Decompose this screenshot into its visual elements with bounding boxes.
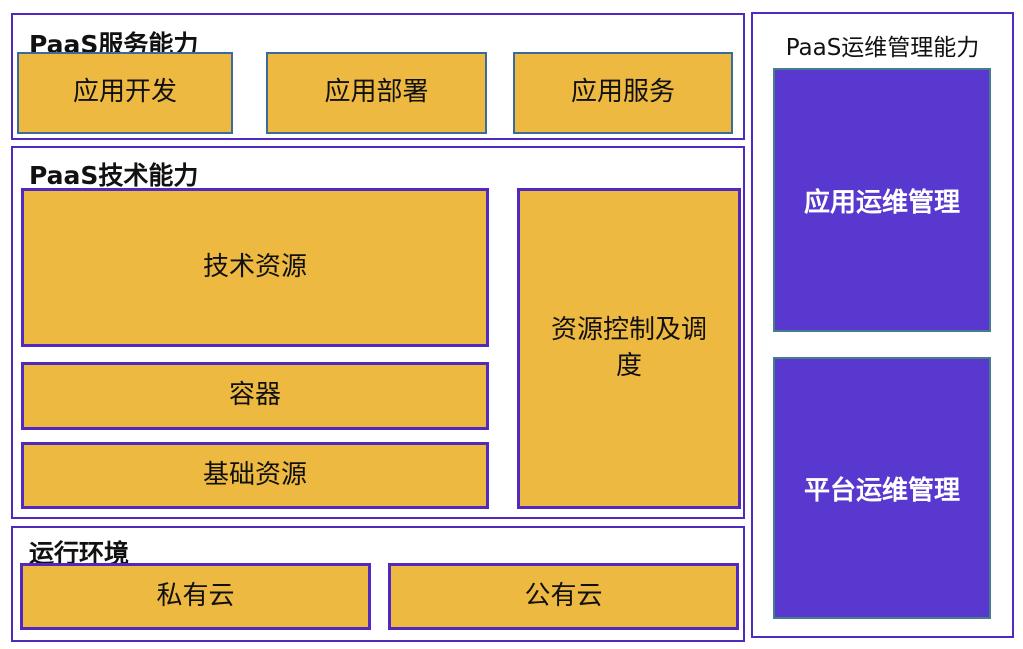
box-platform-ops-management: 平台运维管理: [773, 357, 991, 619]
box-containers-label: 容器: [228, 380, 281, 411]
box-tech-resources: 技术资源: [21, 188, 489, 347]
box-platform-ops-management-label: 平台运维管理: [803, 475, 960, 506]
panel-title-paas-ops: PaaS运维管理能力: [785, 35, 980, 61]
panel-paas-ops-management: PaaS运维管理能力 应用运维管理 平台运维管理: [751, 12, 1014, 638]
box-app-ops-management-label: 应用运维管理: [803, 187, 960, 218]
box-app-services: 应用服务: [513, 52, 733, 134]
section-title-paas-tech: PaaS技术能力: [29, 161, 199, 190]
box-private-cloud: 私有云: [20, 563, 371, 630]
box-public-cloud: 公有云: [388, 563, 739, 630]
box-resource-control-scheduling-label: 资源控制及调度: [550, 315, 707, 381]
section-runtime-environment: 运行环境 私有云 公有云: [11, 526, 745, 642]
box-tech-resources-label: 技术资源: [202, 251, 307, 282]
box-app-services-label: 应用服务: [570, 77, 675, 108]
box-app-deployment: 应用部署: [266, 52, 487, 134]
box-app-deployment-label: 应用部署: [324, 77, 429, 108]
box-resource-control-scheduling: 资源控制及调度: [517, 188, 741, 509]
box-containers: 容器: [21, 362, 489, 430]
box-private-cloud-label: 私有云: [156, 580, 235, 611]
box-app-development-label: 应用开发: [72, 77, 177, 108]
box-base-resources-label: 基础资源: [202, 459, 307, 490]
box-app-ops-management: 应用运维管理: [773, 68, 991, 332]
box-base-resources: 基础资源: [21, 442, 489, 509]
box-public-cloud-label: 公有云: [524, 580, 603, 611]
box-app-development: 应用开发: [17, 52, 233, 134]
section-paas-tech-capability: PaaS技术能力 技术资源 容器 基础资源 资源控制及调度: [11, 146, 745, 519]
section-paas-service-capability: PaaS服务能力 应用开发 应用部署 应用服务: [11, 13, 745, 140]
